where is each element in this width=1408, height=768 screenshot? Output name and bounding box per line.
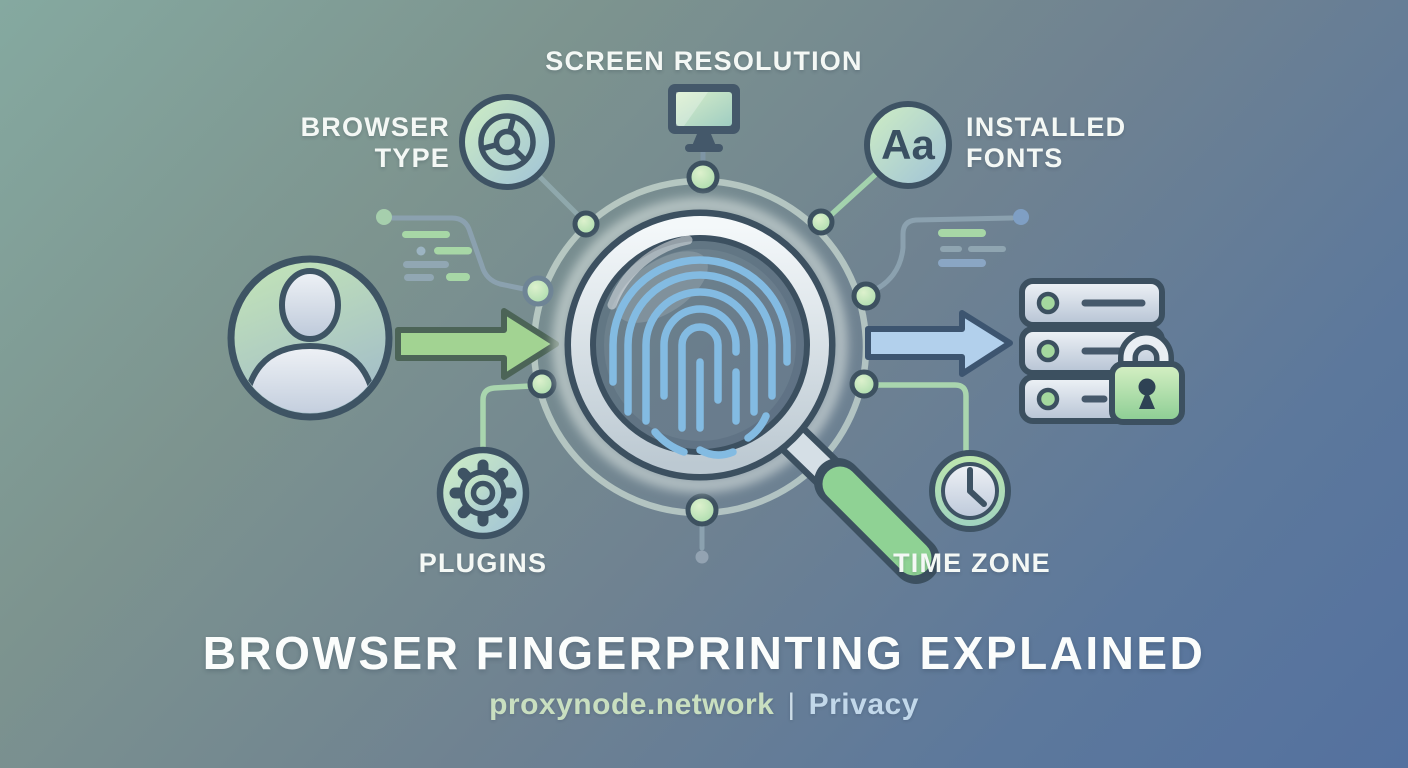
user-avatar-icon bbox=[227, 255, 393, 421]
label-browser-line2: TYPE bbox=[374, 143, 450, 173]
lock-icon bbox=[1109, 330, 1185, 425]
fingerprint-icon bbox=[609, 256, 791, 459]
arrow-right-green-icon bbox=[395, 308, 559, 380]
fonts-badge-text: Aa bbox=[881, 121, 935, 168]
orbit-nodes bbox=[522, 160, 881, 527]
label-fonts-line1: INSTALLED bbox=[966, 112, 1127, 142]
data-dashes-left bbox=[402, 231, 472, 281]
server-lock-icon bbox=[1019, 278, 1185, 425]
data-dashes-right bbox=[938, 229, 1006, 267]
label-browser-type: BROWSER TYPE bbox=[301, 112, 450, 174]
footer: proxynode.network | Privacy bbox=[0, 688, 1408, 722]
endpoint-dot-bottom bbox=[695, 550, 709, 564]
footer-category: Privacy bbox=[808, 688, 919, 721]
label-plugins: PLUGINS bbox=[418, 548, 548, 578]
endpoint-dot-left bbox=[376, 209, 392, 225]
label-browser-line1: BROWSER bbox=[300, 112, 450, 142]
connector-lines bbox=[389, 139, 1015, 551]
label-time-zone: TIME ZONE bbox=[893, 548, 1051, 578]
label-installed-fonts: INSTALLED FONTS bbox=[966, 112, 1126, 174]
page-title: BROWSER FINGERPRINTING EXPLAINED bbox=[202, 627, 1206, 679]
label-fonts-line2: FONTS bbox=[966, 143, 1064, 173]
fingerprint-magnifier-icon bbox=[552, 197, 940, 584]
endpoint-dot-right bbox=[1013, 209, 1029, 225]
clock-icon bbox=[929, 450, 1011, 532]
arrow-right-blue-icon bbox=[865, 310, 1013, 377]
footer-site: proxynode.network bbox=[489, 688, 775, 721]
magnifier-handle bbox=[774, 420, 940, 584]
footer-separator: | bbox=[787, 688, 796, 721]
label-screen-resolution: SCREEN RESOLUTION bbox=[545, 46, 863, 76]
chrome-browser-icon bbox=[459, 94, 555, 190]
gear-icon bbox=[436, 446, 530, 540]
monitor-icon bbox=[668, 84, 740, 152]
installed-fonts-icon: Aa bbox=[864, 101, 952, 189]
